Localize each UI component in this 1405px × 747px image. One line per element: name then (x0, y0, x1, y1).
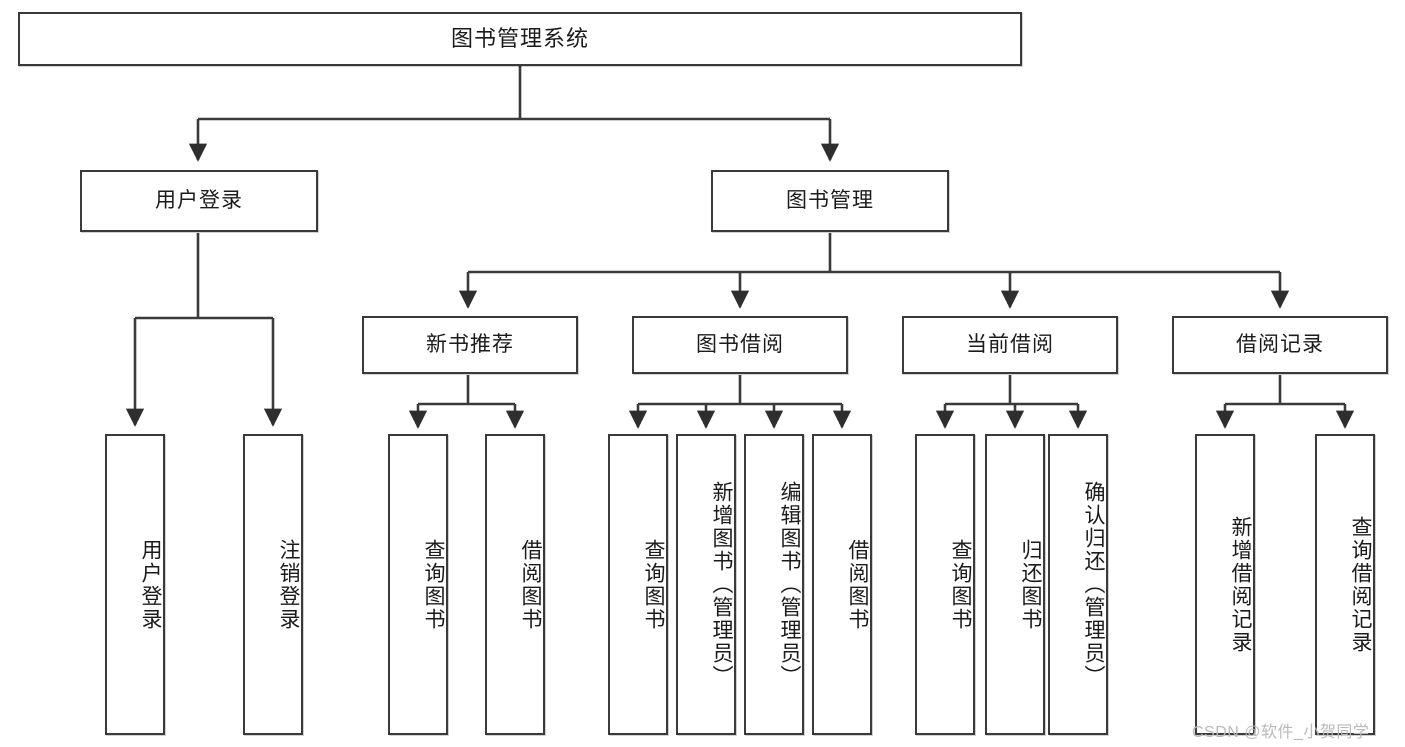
leaf-add-book[interactable]: 新增图书（管理员） (676, 434, 736, 735)
node-book-management[interactable]: 图书管理 (711, 170, 949, 232)
leaf-query-borrow-record[interactable]: 查询借阅记录 (1315, 434, 1375, 735)
leaf-logout-login[interactable]: 注销登录 (243, 434, 303, 735)
leaf-edit-book[interactable]: 编辑图书（管理员） (744, 434, 804, 735)
leaf-confirm-return[interactable]: 确认归还（管理员） (1048, 434, 1108, 735)
node-borrow-record[interactable]: 借阅记录 (1172, 316, 1388, 374)
node-book-borrow[interactable]: 图书借阅 (632, 316, 848, 374)
leaf-query-book-borrow[interactable]: 查询图书 (608, 434, 668, 735)
node-current-borrow[interactable]: 当前借阅 (902, 316, 1118, 374)
leaf-query-book-recommend[interactable]: 查询图书 (388, 434, 448, 735)
leaf-query-book-current[interactable]: 查询图书 (915, 434, 975, 735)
leaf-borrow-book[interactable]: 借阅图书 (812, 434, 872, 735)
leaf-return-book[interactable]: 归还图书 (985, 434, 1045, 735)
node-new-book-recommend[interactable]: 新书推荐 (362, 316, 578, 374)
leaf-borrow-book-recommend[interactable]: 借阅图书 (485, 434, 545, 735)
node-root-book-management-system[interactable]: 图书管理系统 (18, 12, 1022, 66)
csdn-watermark: CSDN @软件_小贺同学 (1192, 724, 1370, 741)
leaf-add-borrow-record[interactable]: 新增借阅记录 (1195, 434, 1255, 735)
leaf-user-login[interactable]: 用户登录 (105, 434, 165, 735)
node-user-login[interactable]: 用户登录 (80, 170, 318, 232)
